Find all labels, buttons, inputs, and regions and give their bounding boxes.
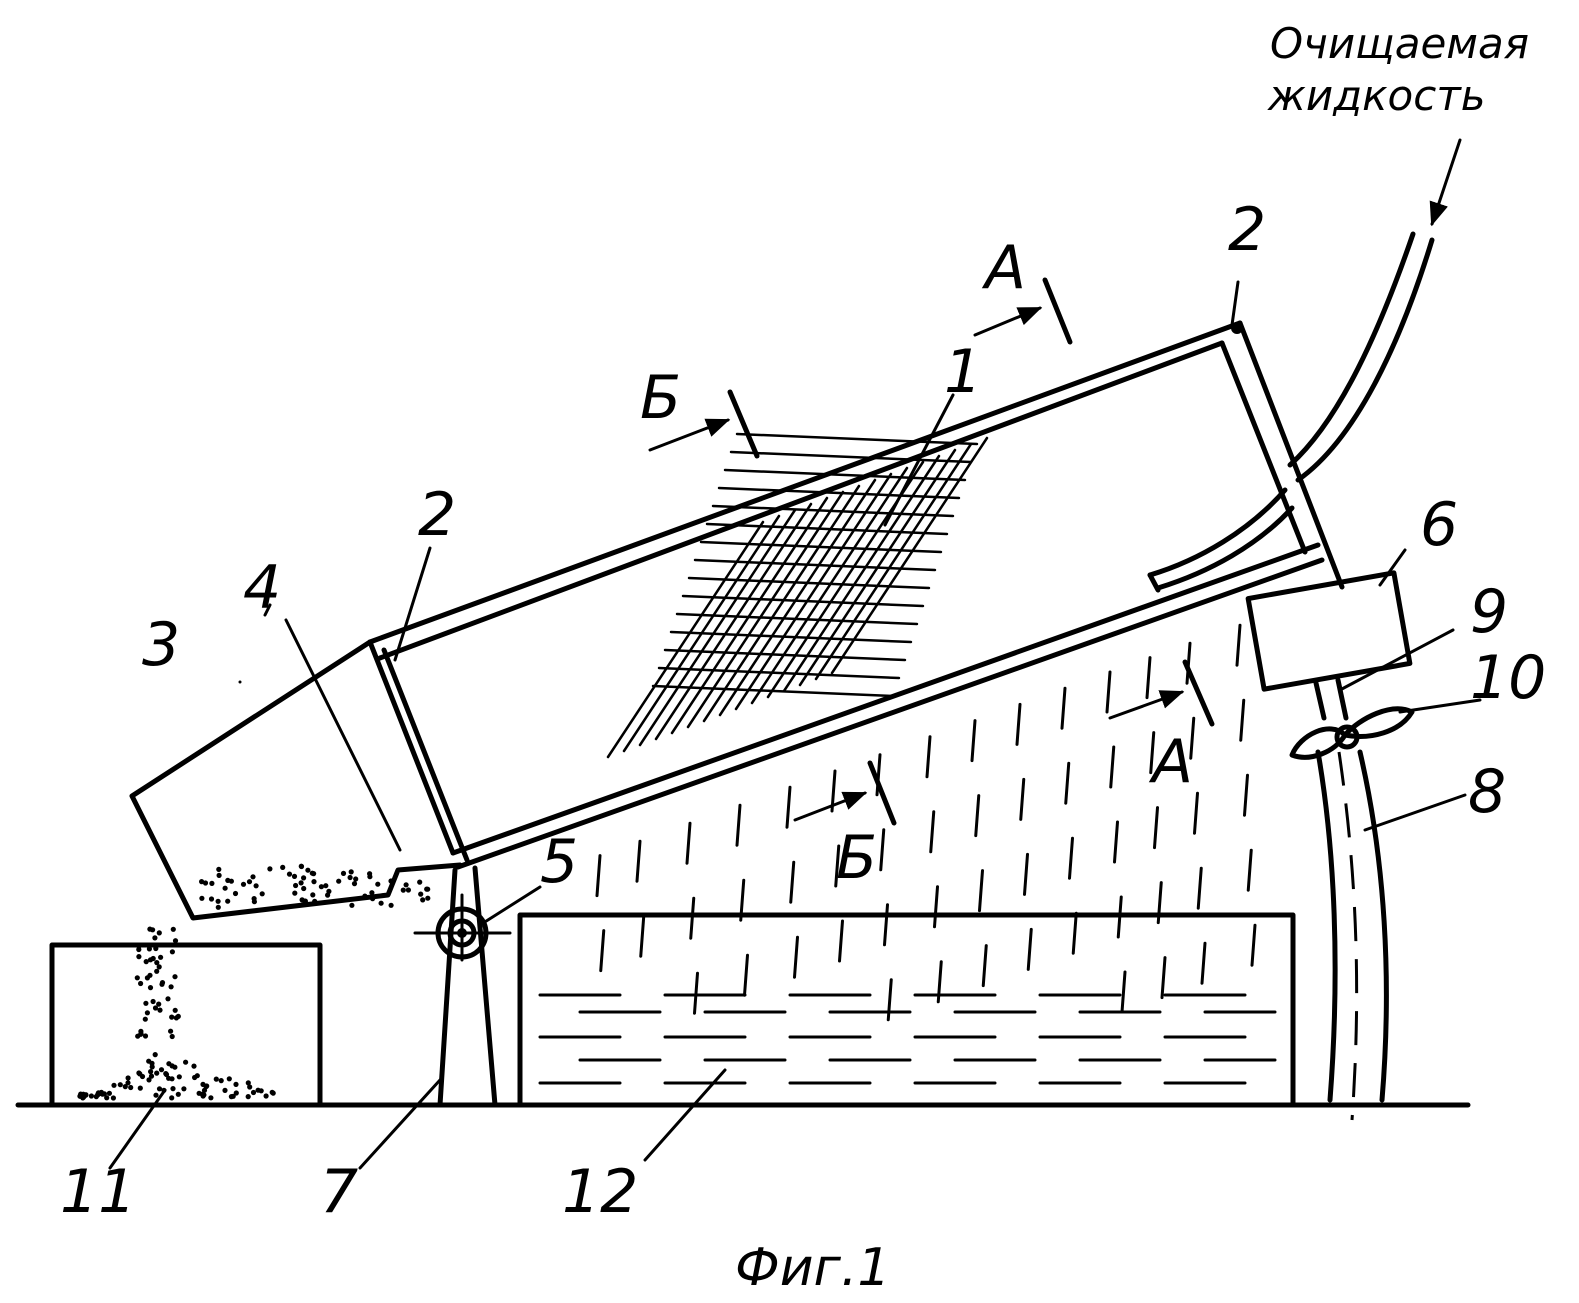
label-8: 8	[1468, 757, 1506, 827]
label-6: 6	[1420, 490, 1458, 560]
section-a-top: А	[981, 233, 1026, 303]
collection-tank	[520, 915, 1293, 1105]
label-2-left: 2	[418, 480, 456, 550]
supply-pipe	[1150, 234, 1432, 590]
falling-particles	[77, 864, 430, 1101]
label-7: 7	[320, 1157, 358, 1227]
filter-mesh	[608, 434, 987, 757]
label-4: 4	[243, 553, 281, 623]
label-10: 10	[1470, 643, 1546, 713]
impeller	[1292, 709, 1412, 757]
inclined-drum	[370, 322, 1342, 867]
label-9: 9	[1470, 577, 1508, 647]
tank-liquid	[540, 995, 1275, 1083]
inflow-note-line2: жидкость	[1267, 71, 1486, 120]
section-b-bottom: Б	[836, 823, 877, 893]
label-5: 5	[540, 827, 578, 897]
section-b-top: Б	[640, 363, 681, 433]
label-12: 12	[562, 1157, 638, 1227]
figure-caption: Фиг.1	[735, 1238, 891, 1298]
section-a-bottom: А	[1148, 727, 1193, 797]
label-11: 11	[60, 1157, 136, 1227]
return-pipe	[1318, 752, 1386, 1120]
label-2-right: 2	[1228, 195, 1266, 265]
drive-shaft	[1316, 680, 1346, 718]
drive-unit	[1248, 573, 1410, 689]
section-markers	[650, 140, 1460, 823]
solids-bin	[52, 945, 320, 1105]
inflow-note-line1: Очищаемая	[1270, 19, 1529, 68]
pivot-bearing	[415, 895, 510, 960]
support-stand	[440, 868, 495, 1105]
label-3: 3	[142, 610, 180, 680]
label-1: 1	[944, 337, 982, 407]
